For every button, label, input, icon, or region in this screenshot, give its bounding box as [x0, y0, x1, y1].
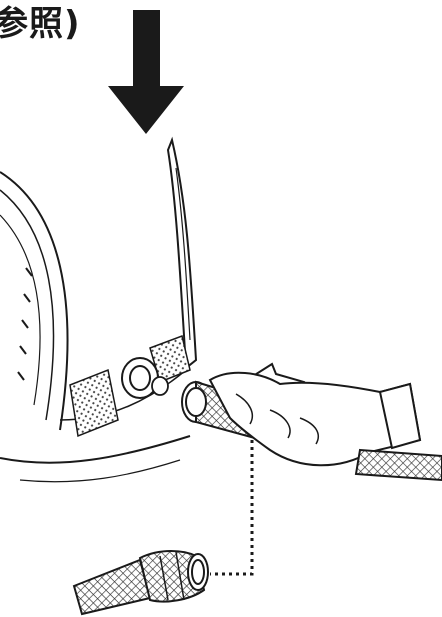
cable-going-right	[356, 450, 442, 480]
device-housing	[0, 140, 196, 482]
loose-plug	[74, 551, 208, 614]
down-arrow-icon	[108, 10, 184, 134]
dotted-leader-line	[210, 440, 252, 574]
